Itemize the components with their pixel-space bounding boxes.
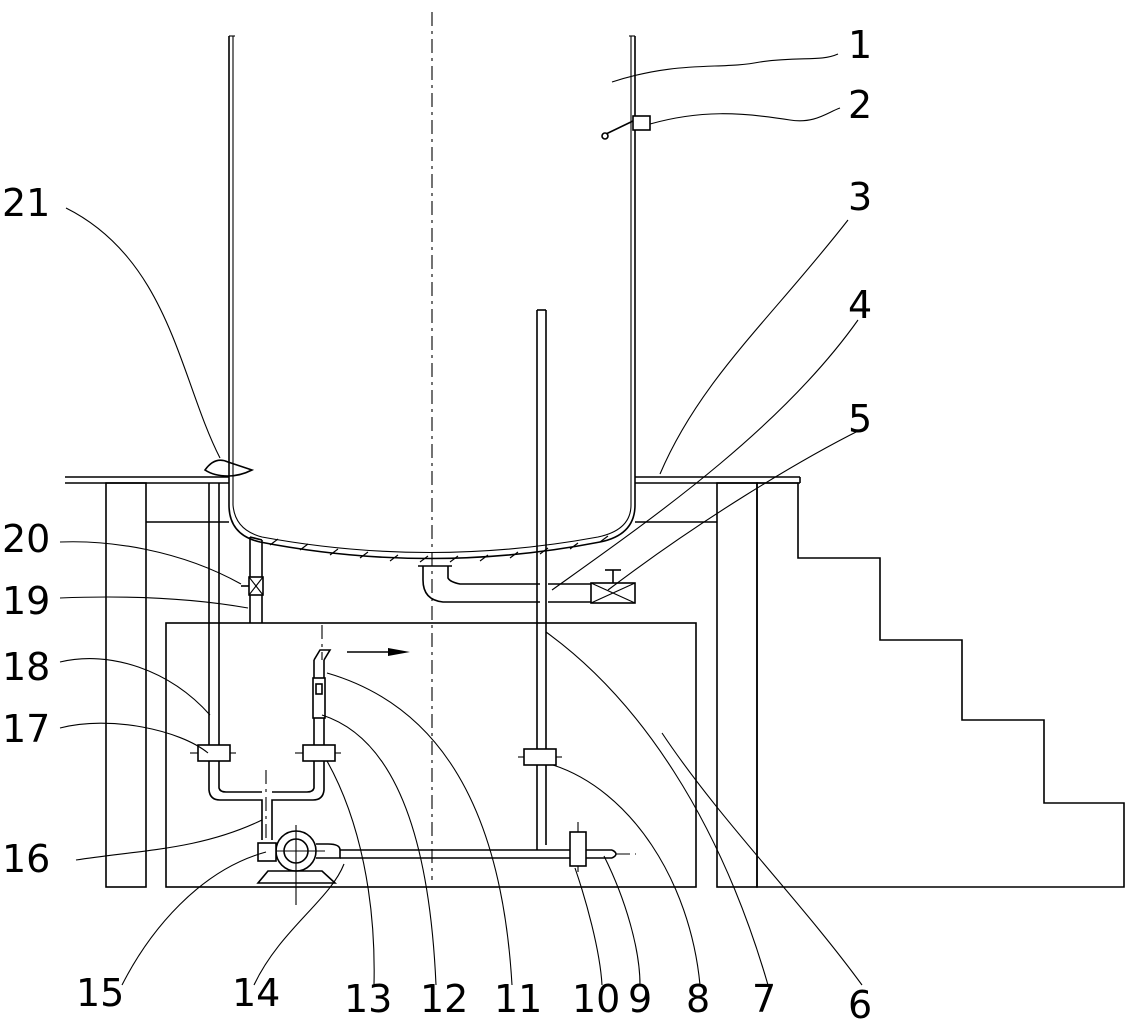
main-pipe	[340, 845, 636, 859]
label-15: 15	[76, 971, 124, 1015]
label-3: 3	[848, 175, 872, 219]
pipe-12	[312, 660, 326, 745]
label-10: 10	[572, 977, 620, 1021]
valve-13	[295, 744, 341, 762]
outlet-pipe-4	[418, 565, 591, 603]
leader-lines	[59, 53, 863, 986]
label-20: 20	[2, 517, 50, 561]
valve-8	[518, 748, 562, 766]
label-16: 16	[2, 837, 50, 881]
valve-10	[569, 822, 587, 872]
flow-arrow	[347, 648, 410, 656]
left-leg	[105, 482, 147, 888]
label-18: 18	[2, 645, 50, 689]
thermometer	[601, 115, 651, 140]
label-5: 5	[848, 397, 872, 441]
label-19: 19	[2, 579, 50, 623]
staircase	[756, 482, 1125, 888]
label-9: 9	[628, 977, 652, 1021]
label-12: 12	[420, 977, 468, 1021]
valve-20	[241, 576, 264, 596]
spray-nozzle-11	[313, 649, 332, 661]
label-7: 7	[752, 977, 776, 1021]
label-21: 21	[2, 181, 50, 225]
right-column	[716, 482, 758, 888]
label-8: 8	[686, 977, 710, 1021]
label-6: 6	[848, 983, 872, 1024]
label-4: 4	[848, 283, 872, 327]
valve-17	[190, 744, 236, 762]
label-17: 17	[2, 707, 50, 751]
part-labels: 1 2 3 4 5 6 7 8 9 10 11 12 13 14 15 16 1…	[2, 23, 872, 1027]
pipe-18	[208, 483, 220, 745]
label-14: 14	[232, 971, 280, 1015]
lower-box	[165, 622, 697, 888]
label-1: 1	[848, 23, 872, 67]
valve-5	[590, 569, 636, 604]
nozzle-21	[203, 459, 255, 477]
pump-14	[256, 825, 341, 905]
label-2: 2	[848, 83, 872, 127]
tank	[228, 35, 636, 563]
label-13: 13	[344, 977, 392, 1021]
label-11: 11	[494, 977, 542, 1021]
